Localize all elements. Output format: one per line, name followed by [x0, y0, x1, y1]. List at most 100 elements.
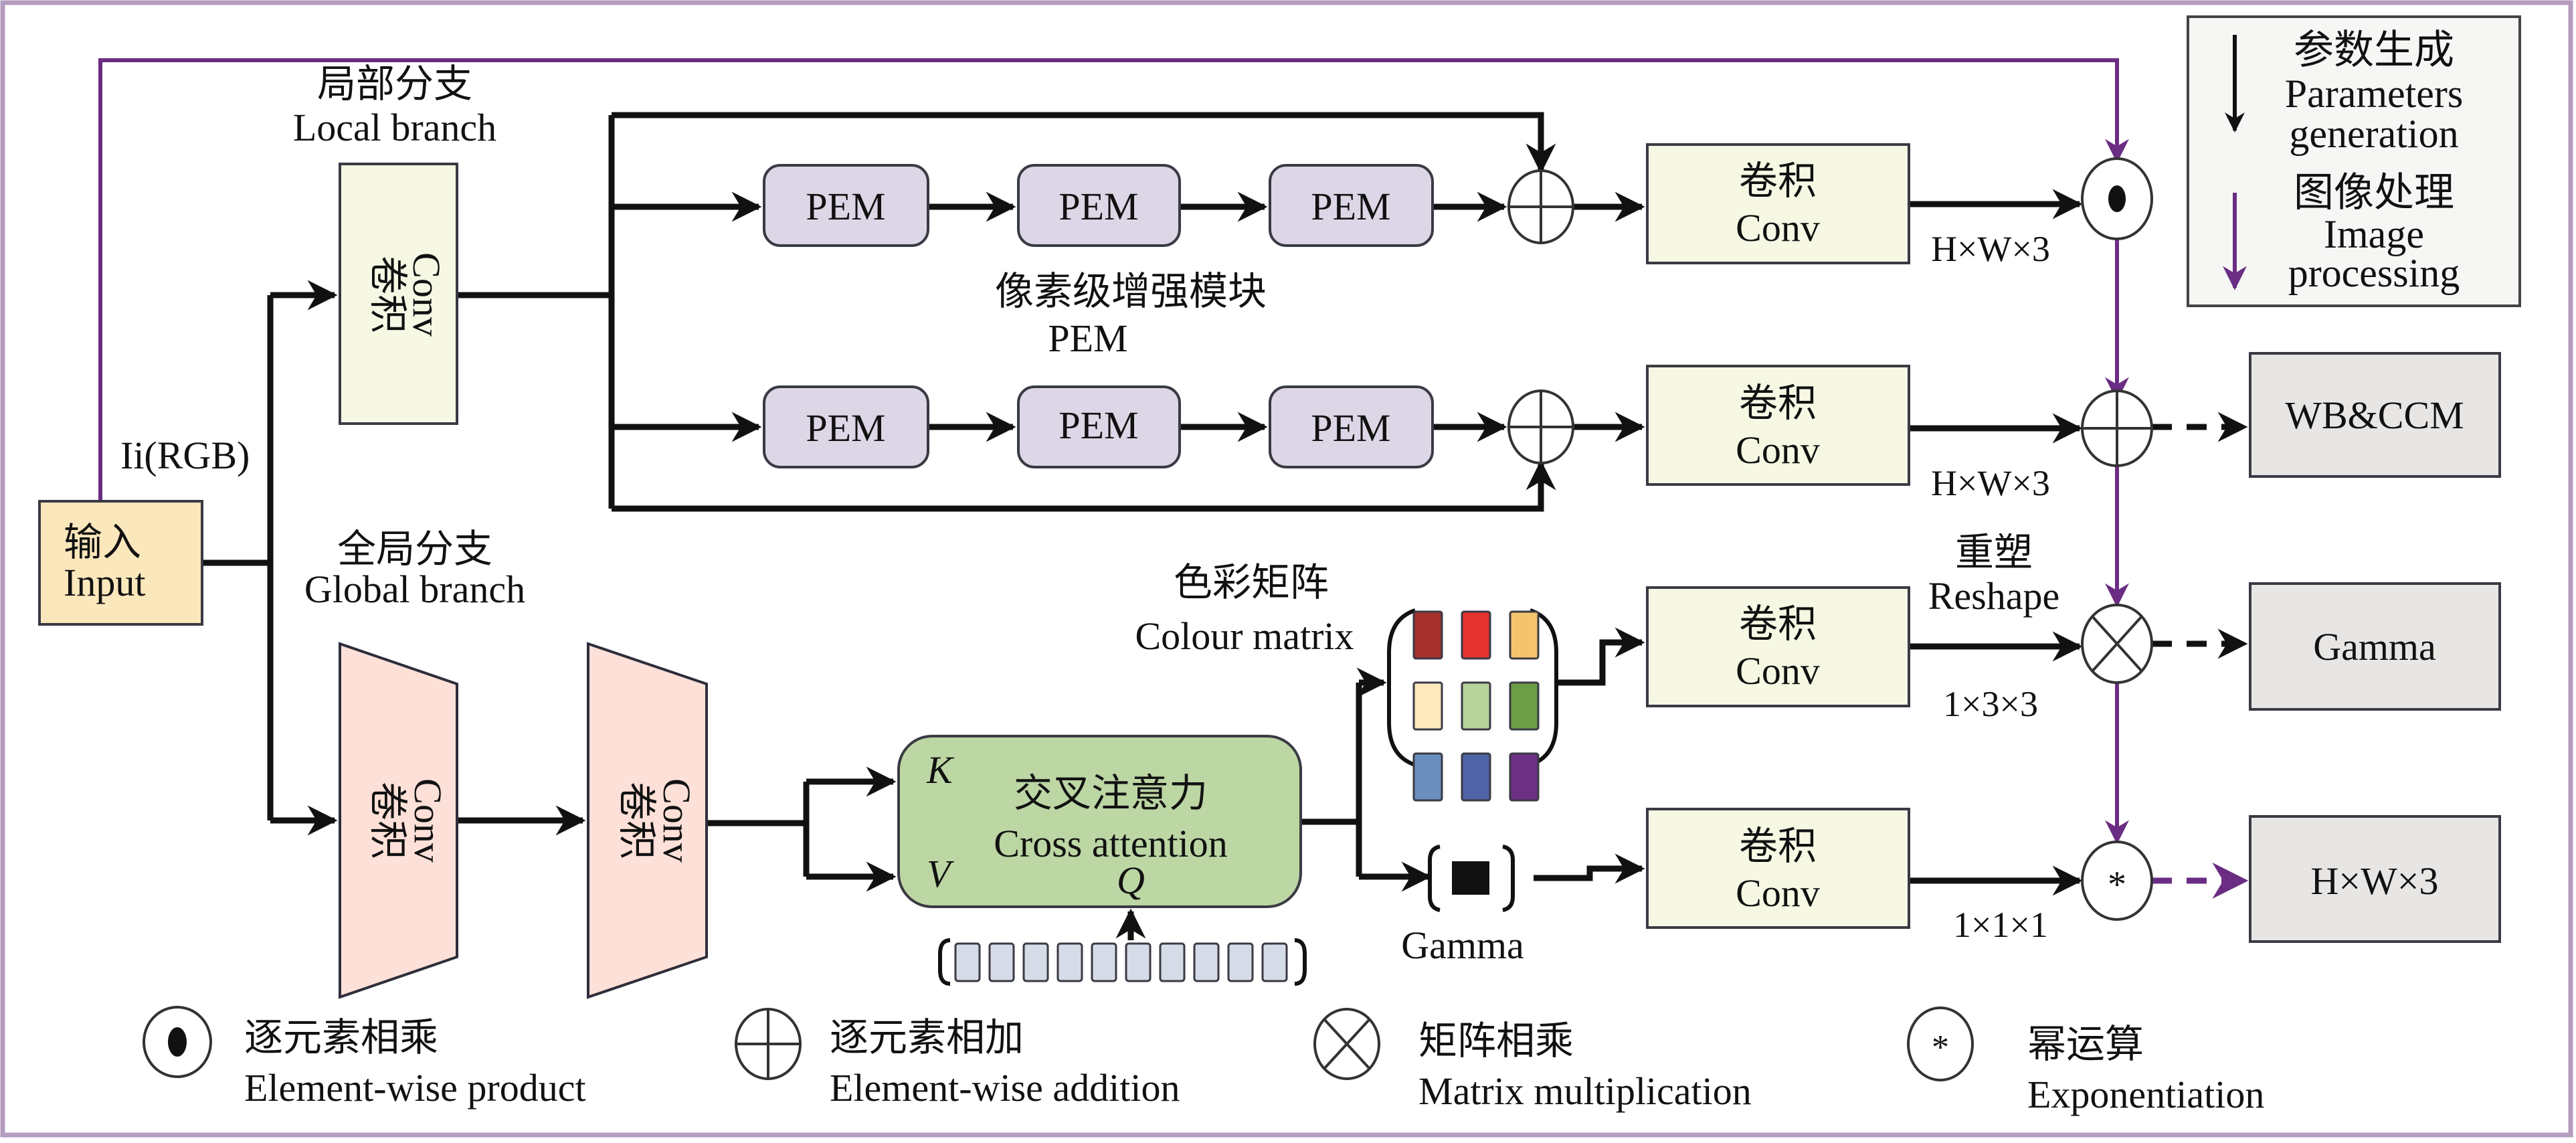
legend-exp-en: Exponentiation: [2027, 1073, 2264, 1116]
pem-caption-en: PEM: [1048, 317, 1127, 360]
output-gamma-label: Gamma: [2313, 625, 2436, 669]
pem-row-bottom: PEM PEM PEM: [763, 385, 1434, 468]
conv-label-zh: 卷积: [1739, 824, 1817, 868]
conv-label-en: Conv: [1736, 428, 1820, 472]
conv-block-2: 卷积 Conv: [1646, 365, 1910, 486]
reshape-label-zh: 重塑: [1955, 531, 2033, 574]
conv-label-en: Conv: [1736, 871, 1820, 915]
pem-label: PEM: [1059, 185, 1138, 228]
image-processing-path: [98, 58, 2129, 845]
conv-label-en: Conv: [1736, 649, 1820, 693]
dim-label-hw3-a: H×W×3: [1931, 229, 2050, 269]
global-conv-block-2: 卷积 Conv: [587, 642, 708, 999]
colour-matrix-title-en: Colour matrix: [1135, 614, 1354, 658]
legend-addition-zh: 逐元素相加: [830, 1016, 1024, 1059]
query-token-cell: [1125, 942, 1152, 982]
query-token-vector: [938, 938, 1307, 986]
legend-exp-zh: 幂运算: [2027, 1023, 2144, 1066]
input-block: 输入 Input: [38, 500, 203, 626]
pem-label: PEM: [1059, 404, 1138, 447]
legend-image-en1: Image: [2324, 212, 2424, 256]
output-hw3: H×W×3: [2249, 815, 2501, 943]
colour-matrix-title-zh: 色彩矩阵: [1174, 561, 1329, 604]
query-token-cell: [1022, 942, 1049, 982]
svg-text:*: *: [2108, 864, 2126, 905]
local-conv-block: 卷积 Conv: [339, 163, 458, 425]
colour-matrix-cell: [1412, 681, 1443, 731]
query-token-cell: [1193, 942, 1220, 982]
input-label-zh: 输入: [64, 521, 141, 564]
legend-matmul-en: Matrix multiplication: [1418, 1069, 1752, 1113]
conv-block-4: 卷积 Conv: [1646, 808, 1910, 929]
legend-matmul-zh: 矩阵相乘: [1418, 1019, 1574, 1063]
conv-block-1: 卷积 Conv: [1646, 143, 1910, 264]
arrow-legend: 参数生成 Parameters generation 图像处理 Image pr…: [2187, 15, 2521, 307]
exponentiation-icon: *: [2081, 841, 2153, 921]
local-conv-label-en: Conv: [405, 252, 448, 337]
legend-param-zh: 参数生成: [2294, 28, 2454, 72]
conv-label-zh: 卷积: [1739, 381, 1817, 425]
query-token-cell: [1261, 942, 1288, 982]
query-token-cell: [1159, 942, 1186, 982]
matrix-multiplication-icon: [1313, 1008, 1380, 1080]
element-wise-addition-icon: [2081, 389, 2153, 467]
local-branch-title-en: Local branch: [293, 106, 496, 149]
query-label: Q: [1117, 859, 1145, 902]
colour-matrix-cell: [1509, 610, 1540, 660]
key-label: K: [926, 748, 955, 792]
output-wbccm-label: WB&CCM: [2285, 393, 2464, 437]
local-branch-title-zh: 局部分支: [317, 62, 472, 106]
legend-product-en: Element-wise product: [244, 1066, 586, 1110]
legend-product-zh: 逐元素相乘: [244, 1016, 438, 1059]
query-token-cell: [1091, 942, 1117, 982]
query-token-cell: [954, 942, 981, 982]
global-conv-label-en: Conv: [406, 778, 450, 863]
pem-label: PEM: [1311, 406, 1390, 450]
cross-attention-label-zh: 交叉注意力: [1014, 772, 1208, 815]
input-label-en: Input: [64, 561, 145, 604]
dim-label-hw3-b: H×W×3: [1931, 463, 2050, 503]
gamma-parameter: [1428, 845, 1515, 912]
cross-attention-label-en: Cross attention: [994, 822, 1228, 865]
legend-image-zh: 图像处理: [2294, 171, 2454, 215]
colour-matrix: [1387, 608, 1558, 802]
element-wise-addition-icon: [1507, 169, 1574, 244]
legend-image-en2: processing: [2288, 251, 2460, 295]
output-hw3-label: H×W×3: [2310, 859, 2438, 903]
value-label: V: [927, 852, 955, 895]
global-conv-block-1: 卷积 Conv: [339, 642, 458, 999]
output-wbccm: WB&CCM: [2249, 352, 2501, 478]
query-token-cell: [1056, 942, 1083, 982]
local-conv-label-zh: 卷积: [366, 256, 409, 333]
input-signal-label: Ii(RGB): [120, 434, 250, 477]
operator-legend: 逐元素相乘 Element-wise product 逐元素相加 Element…: [143, 1006, 2264, 1116]
cross-attention-block: K V 交叉注意力 Cross attention Q: [897, 735, 1302, 908]
dim-label-1x3x3: 1×3×3: [1943, 684, 2038, 724]
gamma-value-cell: [1452, 861, 1489, 895]
colour-matrix-cell: [1509, 752, 1540, 802]
global-branch-title-en: Global branch: [304, 567, 525, 611]
colour-matrix-cell: [1461, 752, 1491, 802]
matrix-multiplication-icon: [2081, 604, 2153, 684]
colour-matrix-cell: [1412, 752, 1443, 802]
colour-matrix-cell: [1461, 681, 1491, 731]
colour-matrix-cell: [1461, 610, 1491, 660]
pem-caption-zh: 像素级增强模块: [995, 270, 1267, 313]
legend-param-en1: Parameters: [2285, 72, 2464, 116]
conv-label-zh: 卷积: [1739, 602, 1817, 646]
colour-matrix-cell: [1412, 610, 1443, 660]
global-branch-title-zh: 全局分支: [337, 527, 492, 571]
legend-addition-en: Element-wise addition: [830, 1066, 1180, 1110]
pem-row-top: PEM PEM PEM: [763, 164, 1434, 247]
query-token-cell: [1227, 942, 1254, 982]
conv-block-3: 卷积 Conv: [1646, 586, 1910, 707]
element-wise-addition-icon: [735, 1008, 802, 1080]
svg-text:*: *: [1932, 1029, 1949, 1067]
colour-matrix-cell: [1509, 681, 1540, 731]
conv-label-en: Conv: [1736, 206, 1820, 250]
element-wise-product-icon: [2081, 157, 2153, 240]
global-conv-label-zh: 卷积: [615, 782, 658, 859]
element-wise-addition-icon: [1507, 389, 1574, 464]
element-wise-product-icon: [143, 1006, 212, 1078]
